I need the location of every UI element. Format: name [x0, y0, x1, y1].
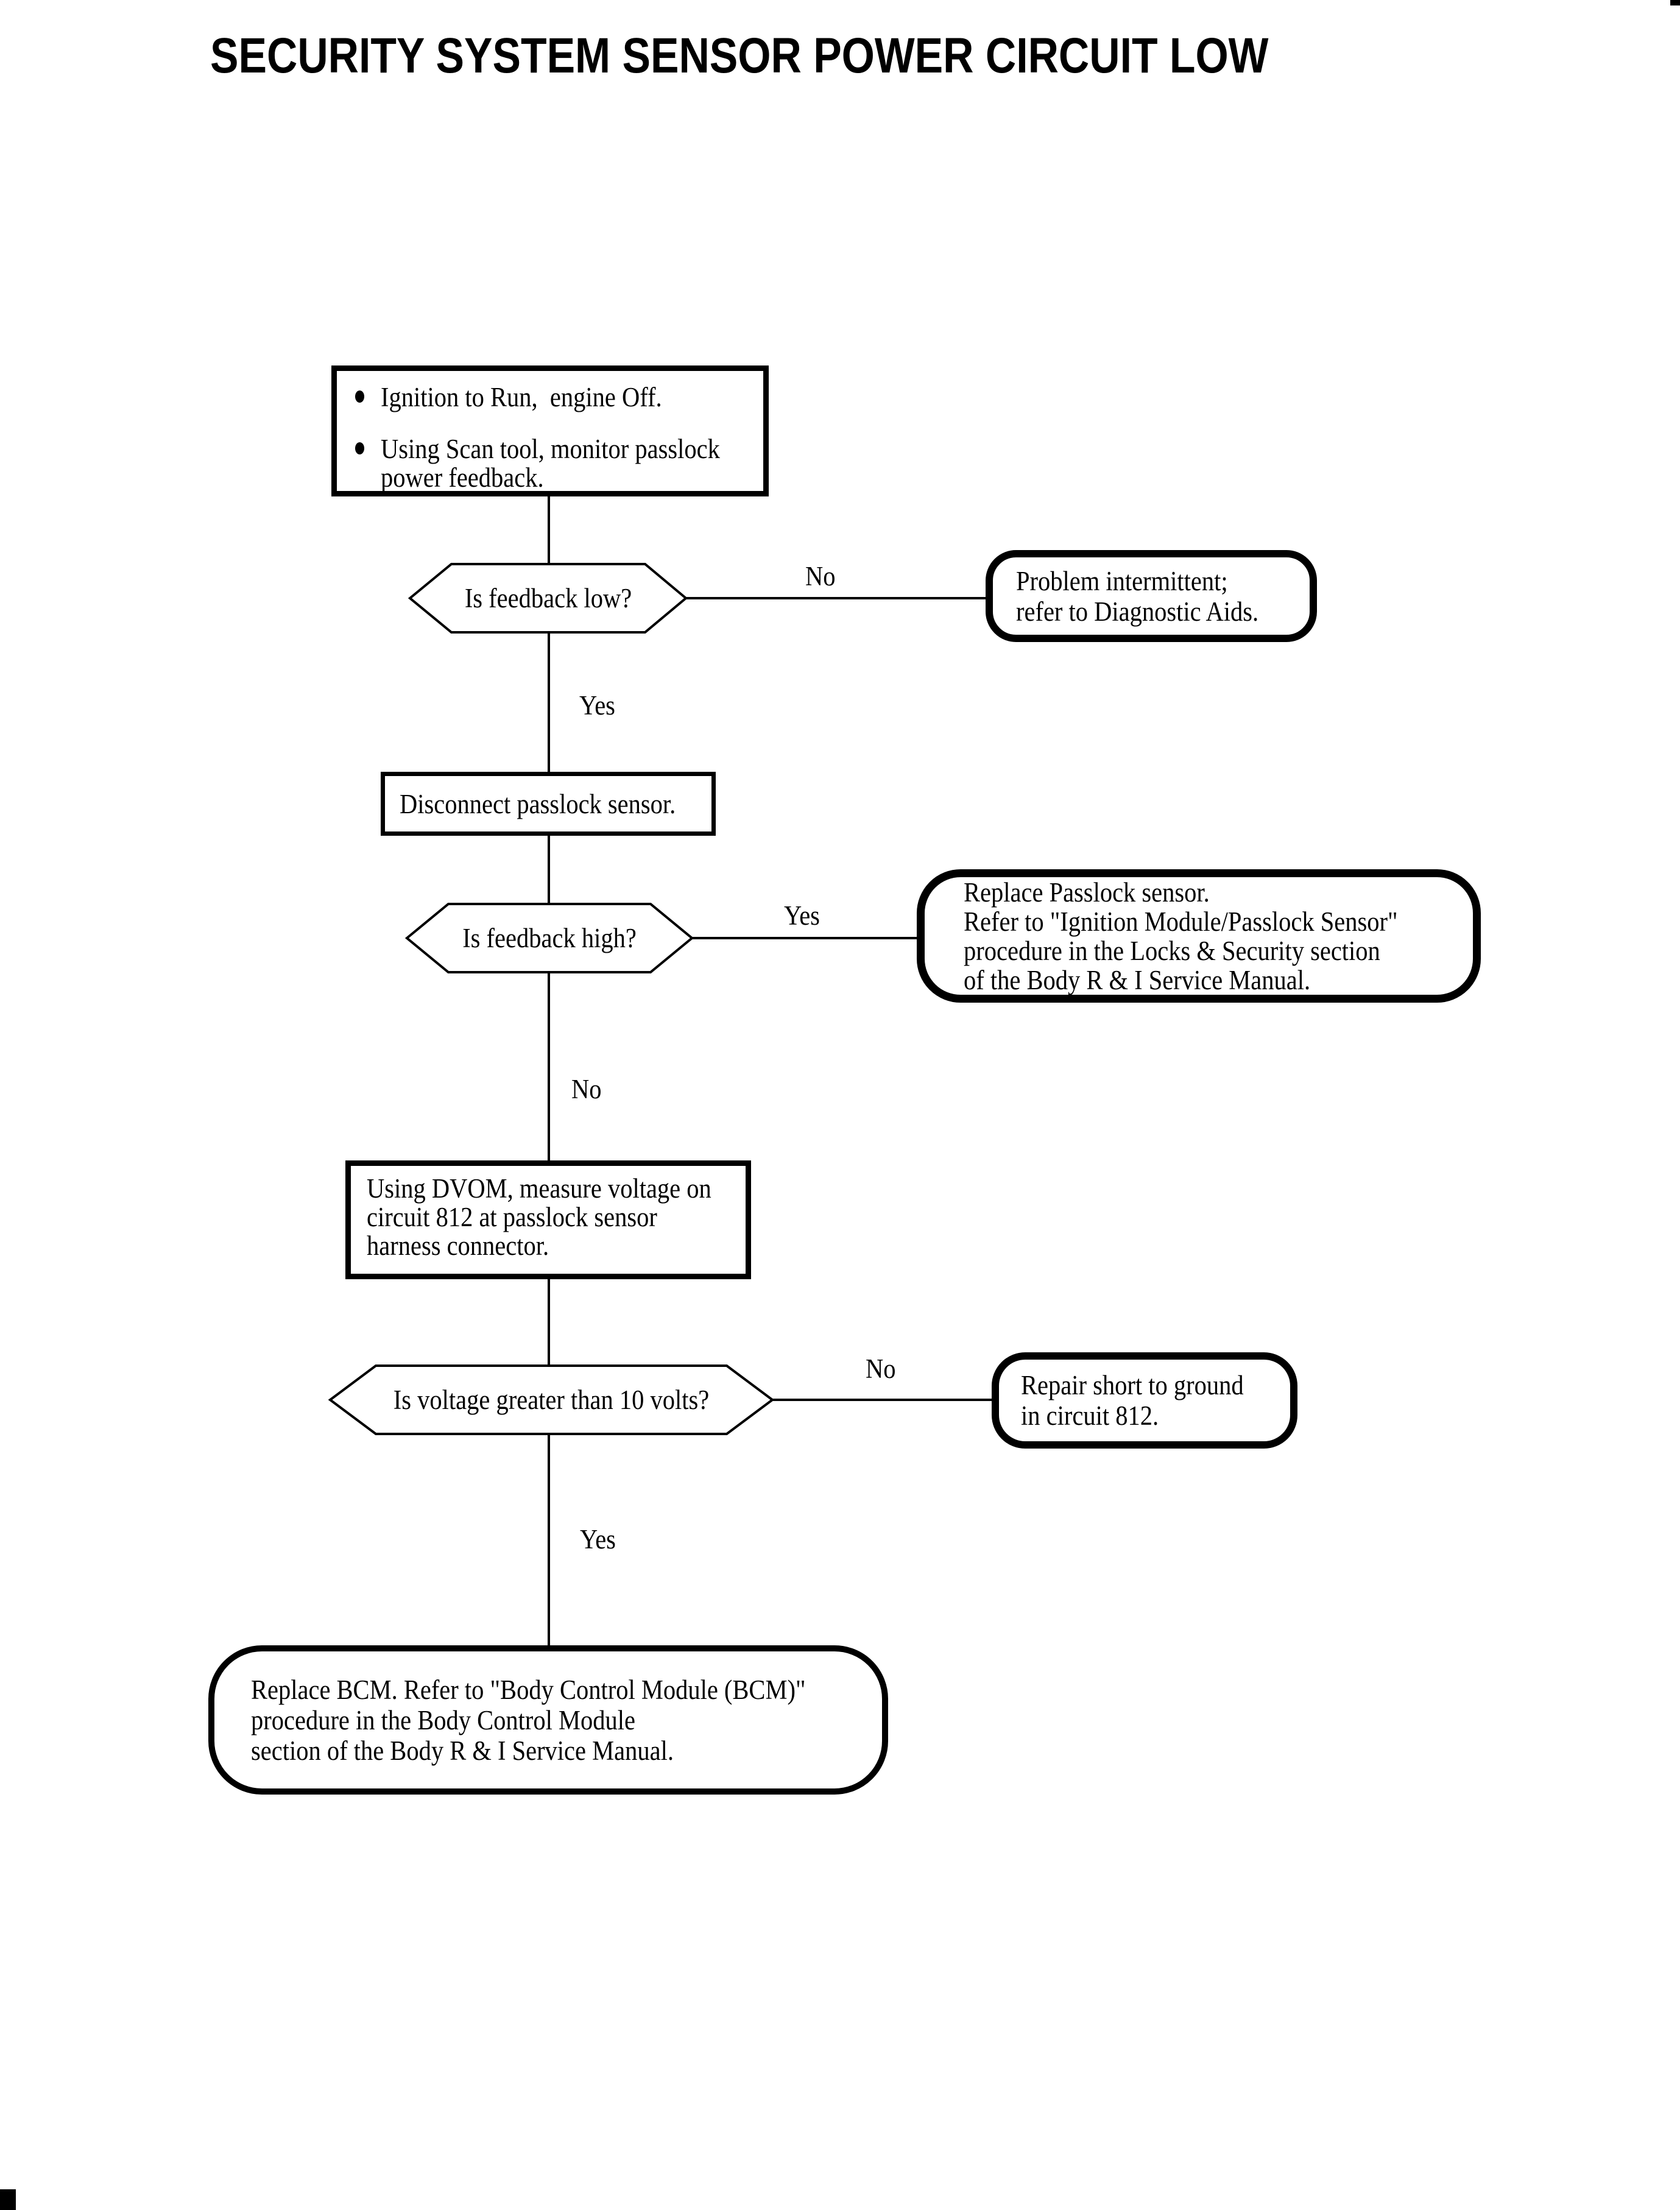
- decision-1-label: Is feedback low?: [464, 583, 632, 613]
- decision-hexagon-3: [328, 1364, 775, 1435]
- page-title: SECURITY SYSTEM SENSOR POWER CIRCUIT LOW: [210, 28, 1269, 83]
- action-measure-voltage-box: Using DVOM, measure voltage on circuit 8…: [345, 1160, 751, 1279]
- branch-yes-3-label: Yes: [580, 1524, 616, 1555]
- bullet-dot: [355, 390, 364, 403]
- terminal-line: of the Body R & I Service Manual.: [964, 964, 1311, 995]
- decision-hexagon-1: [408, 563, 688, 634]
- terminal-line: Replace BCM. Refer to "Body Control Modu…: [251, 1674, 806, 1705]
- action-disconnect-box: Disconnect passlock sensor.: [381, 772, 716, 836]
- terminal-line: Refer to "Ignition Module/Passlock Senso…: [964, 906, 1398, 937]
- terminal-line: in circuit 812.: [1021, 1400, 1159, 1431]
- scan-speck-bottom-left: [0, 2189, 16, 2210]
- terminal-problem-intermittent: Problem intermittent; refer to Diagnosti…: [986, 550, 1317, 642]
- bullet-item: Ignition to Run, engine Off.: [337, 383, 763, 412]
- terminal-line: procedure in the Locks & Security sectio…: [964, 935, 1380, 966]
- terminal-repair-short: Repair short to ground in circuit 812.: [992, 1352, 1297, 1449]
- terminal-line: Replace Passlock sensor.: [964, 877, 1210, 908]
- action-text: Disconnect passlock sensor.: [400, 788, 676, 819]
- terminal-line: section of the Body R & I Service Manual…: [251, 1735, 674, 1766]
- branch-no-3-label: No: [866, 1354, 896, 1384]
- decision-2-label: Is feedback high?: [462, 923, 637, 953]
- bullet-item: Using Scan tool, monitor passlock power …: [337, 435, 763, 492]
- scan-speck-top-right: [1670, 0, 1680, 5]
- branch-no-2-label: No: [571, 1074, 602, 1104]
- bullet-text: Ignition to Run, engine Off.: [381, 382, 662, 412]
- branch-yes-2-label: Yes: [784, 900, 820, 931]
- bullet-dot: [355, 442, 364, 454]
- terminal-line: Repair short to ground: [1021, 1370, 1244, 1400]
- action-line: harness connector.: [367, 1230, 549, 1261]
- action-line: Using DVOM, measure voltage on: [367, 1173, 711, 1204]
- terminal-replace-bcm: Replace BCM. Refer to "Body Control Modu…: [208, 1645, 888, 1795]
- action-line: circuit 812 at passlock sensor: [367, 1202, 657, 1232]
- terminal-replace-passlock: Replace Passlock sensor. Refer to "Ignit…: [917, 869, 1481, 1003]
- decision-3-label: Is voltage greater than 10 volts?: [393, 1385, 710, 1415]
- branch-no-1-label: No: [805, 561, 836, 591]
- branch-yes-1-label: Yes: [579, 690, 615, 721]
- terminal-line: refer to Diagnostic Aids.: [1016, 596, 1259, 627]
- decision-hexagon-2: [404, 903, 694, 973]
- bullet-text: Using Scan tool, monitor passlock power …: [381, 434, 726, 493]
- terminal-line: Problem intermittent;: [1016, 565, 1228, 596]
- start-box: Ignition to Run, engine Off. Using Scan …: [331, 365, 769, 496]
- terminal-line: procedure in the Body Control Module: [251, 1704, 636, 1735]
